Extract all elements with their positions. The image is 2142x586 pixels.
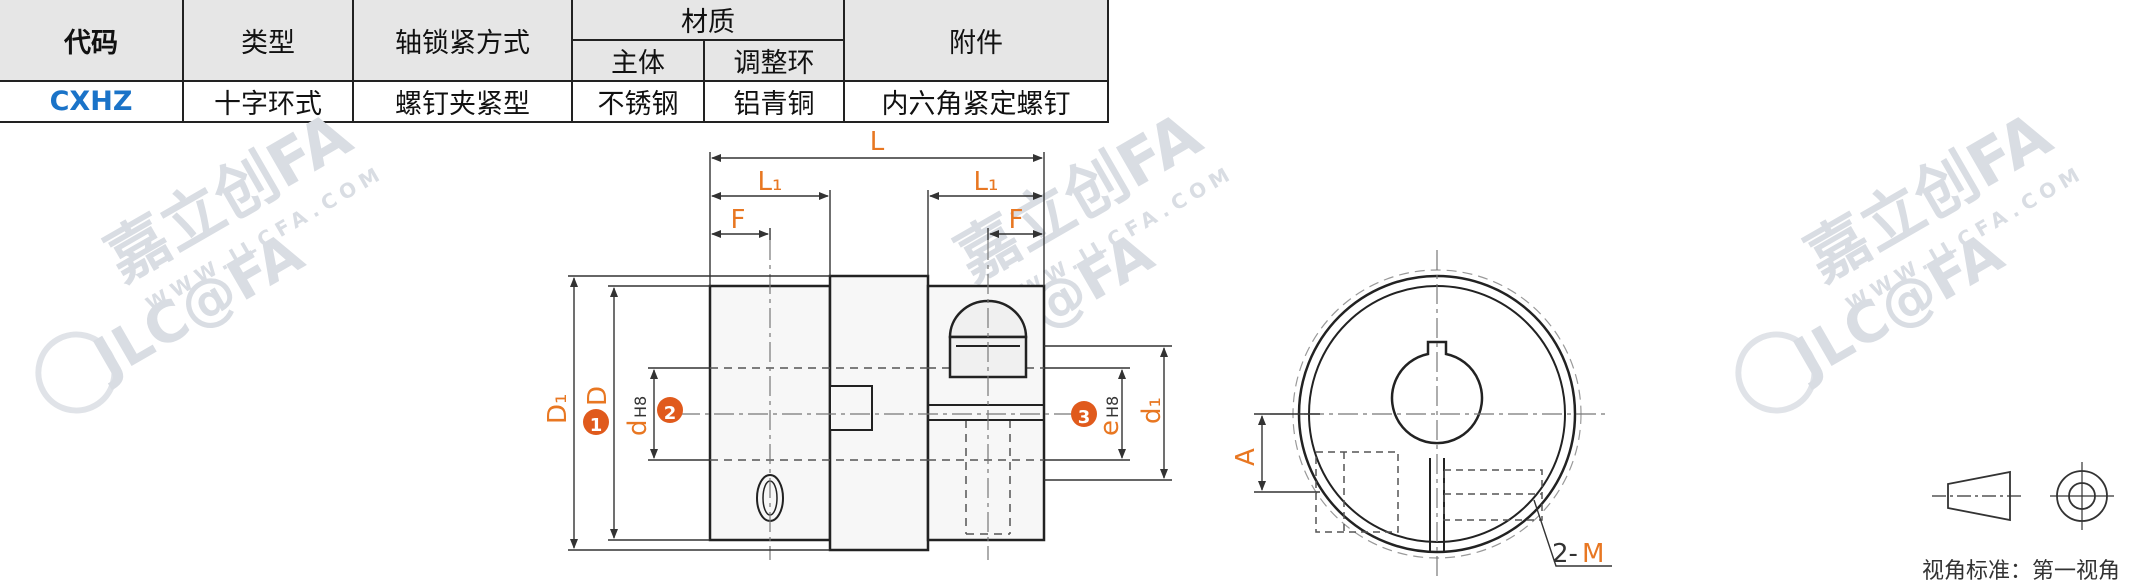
- label-F-left: F: [731, 205, 746, 235]
- label-M-prefix: 2-: [1552, 539, 1578, 569]
- header-lock: 轴锁紧方式: [352, 0, 573, 82]
- spec-table: 代码 类型 轴锁紧方式 材质 附件 主体 调整环 CXHZ 十字环式 螺钉夹紧型…: [0, 0, 1109, 123]
- label-L1-left: L₁: [758, 167, 783, 197]
- svg-text:3: 3: [1078, 407, 1091, 428]
- callout-3: 3: [1071, 401, 1097, 428]
- label-d: d: [623, 419, 653, 436]
- watermark-left: JLC@FA 嘉立创FA WWW.JLCFA.COM: [35, 114, 389, 414]
- label-L: L: [870, 127, 885, 157]
- centerlines: [680, 240, 1080, 560]
- label-d1: d₁: [1137, 397, 1167, 424]
- label-e: e: [1095, 420, 1125, 436]
- projection-label: 视角标准：第一视角: [1922, 559, 2120, 584]
- cell-type: 十字环式: [182, 80, 354, 123]
- side-hidden-screws: [1315, 451, 1543, 533]
- label-F-right: F: [1009, 205, 1024, 235]
- cell-body: 不锈钢: [571, 80, 705, 123]
- label-D: D: [583, 386, 613, 406]
- front-view: [680, 240, 1080, 560]
- coupling-drawing: JLC@FA 嘉立创FA WWW.JLCFA.COM JLC@FA 嘉立创FA …: [35, 114, 2120, 584]
- label-d-tolerance: H8: [631, 396, 650, 418]
- cell-accessory: 内六角紧定螺钉: [843, 80, 1109, 123]
- cell-adjust-ring: 铝青铜: [703, 80, 845, 123]
- cell-code: CXHZ: [0, 80, 184, 123]
- label-L1-right: L₁: [974, 167, 999, 197]
- callout-1: 1: [583, 409, 609, 436]
- header-material: 材质: [571, 0, 845, 41]
- label-M: M: [1582, 539, 1604, 569]
- label-e-tolerance: H8: [1103, 396, 1122, 418]
- svg-text:1: 1: [590, 415, 603, 436]
- first-angle-projection-icon: [1932, 462, 2114, 530]
- side-view: [1254, 250, 1612, 580]
- front-dimensions: [568, 152, 1172, 551]
- callout-2: 2: [657, 397, 683, 424]
- watermark-logo-icon: [1735, 331, 1818, 414]
- label-D1: D₁: [543, 394, 573, 424]
- header-type: 类型: [182, 0, 354, 82]
- watermark-logo-icon: [35, 331, 118, 414]
- label-A: A: [1231, 448, 1261, 466]
- jaw-tab: [829, 385, 873, 431]
- watermark-right: JLC@FA 嘉立创FA WWW.JLCFA.COM: [1735, 114, 2089, 414]
- svg-text:2: 2: [664, 403, 677, 424]
- header-accessory: 附件: [843, 0, 1109, 82]
- cell-lock: 螺钉夹紧型: [352, 80, 573, 123]
- header-body: 主体: [572, 39, 705, 82]
- header-adjust-ring: 调整环: [703, 39, 845, 82]
- header-code: 代码: [0, 0, 184, 82]
